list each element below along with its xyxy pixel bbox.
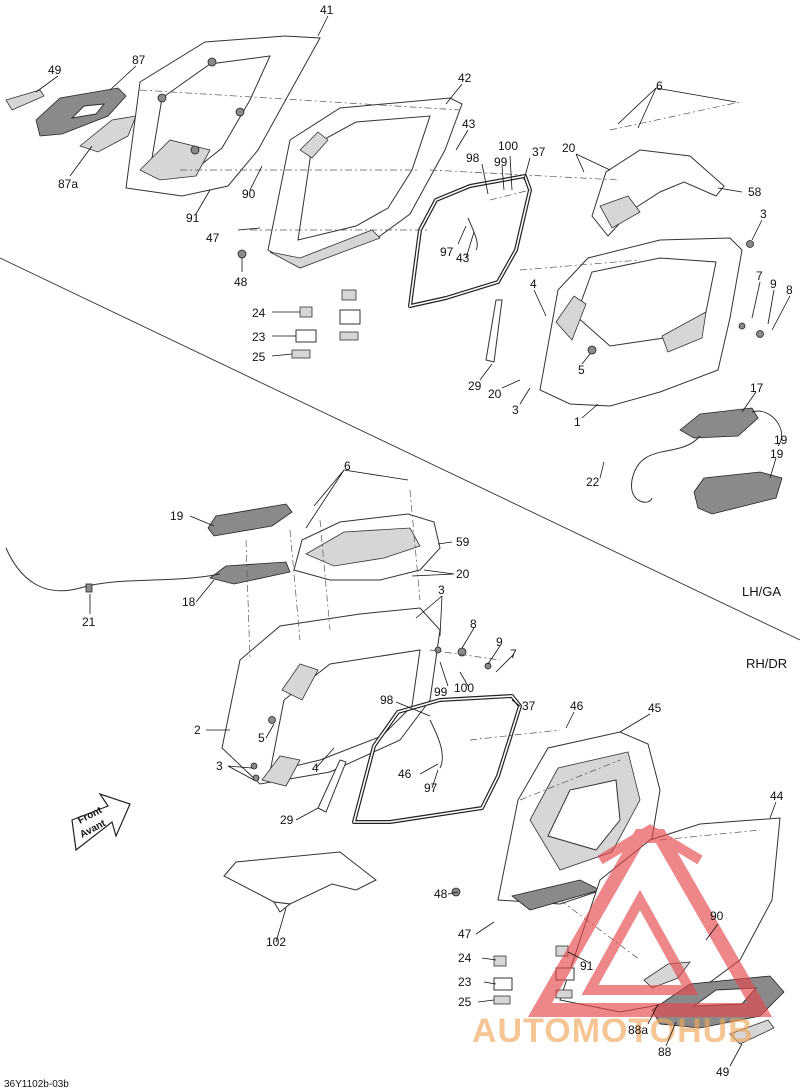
strut-29-lower bbox=[317, 759, 347, 813]
callout-9-upper: 9 bbox=[770, 277, 777, 291]
callout-3-lower-b: 3 bbox=[216, 759, 223, 773]
reflector-49-upper bbox=[5, 89, 45, 111]
plate-102 bbox=[223, 851, 377, 905]
callout-44: 44 bbox=[770, 789, 784, 803]
callout-98-lower: 98 bbox=[380, 693, 394, 707]
callout-97-lower: 97 bbox=[424, 781, 438, 795]
callout-19-lower: 19 bbox=[170, 509, 184, 523]
callout-43-upper-a: 43 bbox=[462, 117, 476, 131]
callout-98-upper: 98 bbox=[466, 151, 480, 165]
callout-3-upper-a: 3 bbox=[760, 207, 767, 221]
reflector-87a bbox=[79, 115, 137, 153]
callout-8-lower: 8 bbox=[470, 617, 477, 631]
latch-cover-19-upper bbox=[693, 471, 783, 515]
callout-5-upper: 5 bbox=[578, 363, 585, 377]
callout-88a: 88a bbox=[628, 1023, 648, 1037]
callout-3-upper-b: 3 bbox=[512, 403, 519, 417]
callout-29-upper: 29 bbox=[468, 379, 482, 393]
callout-25-lower: 25 bbox=[458, 995, 472, 1009]
upper-assembly-lh bbox=[5, 35, 783, 515]
callout-19-upper-a: 19 bbox=[774, 433, 788, 447]
callout-99-upper: 99 bbox=[494, 155, 508, 169]
callout-6-upper: 6 bbox=[656, 79, 663, 93]
callout-7-lower: 7 bbox=[510, 647, 517, 661]
callout-90-upper: 90 bbox=[242, 187, 256, 201]
region-label-lh: LH/GA bbox=[742, 584, 781, 599]
callout-91-upper: 91 bbox=[186, 211, 200, 225]
callout-91-lower: 91 bbox=[580, 959, 594, 973]
callout-25-upper: 25 bbox=[252, 350, 266, 364]
lower-assembly-rh: Front Avant bbox=[5, 489, 785, 1045]
callout-18: 18 bbox=[182, 595, 196, 609]
latch-17 bbox=[679, 407, 759, 439]
callout-1: 1 bbox=[574, 415, 581, 429]
callout-20-lower: 20 bbox=[456, 567, 470, 581]
callout-3-lower-a: 3 bbox=[438, 583, 445, 597]
callout-99-lower: 99 bbox=[434, 685, 448, 699]
callout-46-lower-a: 46 bbox=[570, 699, 584, 713]
callout-87a: 87a bbox=[58, 177, 78, 191]
callout-100-lower: 100 bbox=[454, 681, 474, 695]
callout-4-upper: 4 bbox=[530, 277, 537, 291]
callout-42: 42 bbox=[458, 71, 472, 85]
latch-cover-19-lower bbox=[207, 503, 293, 537]
watermark-text: AUTOMOTOHUB bbox=[472, 1012, 754, 1050]
callout-2: 2 bbox=[194, 723, 201, 737]
latch-18 bbox=[209, 561, 291, 585]
callout-17: 17 bbox=[750, 381, 764, 395]
callout-8-upper: 8 bbox=[786, 283, 793, 297]
cable-lower bbox=[5, 547, 221, 592]
callout-24-lower: 24 bbox=[458, 951, 472, 965]
callout-49-lower: 49 bbox=[716, 1065, 730, 1079]
callout-20-upper-b: 20 bbox=[488, 387, 502, 401]
callout-37-lower: 37 bbox=[522, 699, 536, 713]
callout-37-upper: 37 bbox=[532, 145, 546, 159]
region-label-rh: RH/DR bbox=[746, 656, 787, 671]
callout-49-upper: 49 bbox=[48, 63, 62, 77]
callout-4-lower: 4 bbox=[312, 761, 319, 775]
callout-100-upper: 100 bbox=[498, 139, 518, 153]
callout-5-lower: 5 bbox=[258, 731, 265, 745]
diagram-code: 36Y1102b-03b bbox=[4, 1079, 69, 1090]
seal-37-upper bbox=[408, 174, 532, 308]
callout-87: 87 bbox=[132, 53, 146, 67]
callout-59: 59 bbox=[456, 535, 470, 549]
callout-90-lower: 90 bbox=[710, 909, 724, 923]
callout-19-upper-b: 19 bbox=[770, 447, 784, 461]
callout-23-lower: 23 bbox=[458, 975, 472, 989]
callout-48-lower: 48 bbox=[434, 887, 448, 901]
callout-45: 45 bbox=[648, 701, 662, 715]
callout-58: 58 bbox=[748, 185, 762, 199]
watermark-logo: AUTOMOTOHUB bbox=[472, 824, 773, 1050]
callout-20-upper-a: 20 bbox=[562, 141, 576, 155]
callout-23-upper: 23 bbox=[252, 330, 266, 344]
strut-29-upper bbox=[485, 299, 503, 363]
callout-43-upper-b: 43 bbox=[456, 251, 470, 265]
callout-6-lower: 6 bbox=[344, 459, 351, 473]
leader-lines bbox=[35, 15, 791, 1067]
callout-21: 21 bbox=[82, 615, 96, 629]
callout-labels: 41 49 87 87a 42 43 90 91 47 48 98 100 99… bbox=[48, 3, 793, 1079]
front-direction-arrow: Front Avant bbox=[71, 792, 131, 852]
callout-9-lower: 9 bbox=[496, 635, 503, 649]
callout-88: 88 bbox=[658, 1045, 672, 1059]
callout-29-lower: 29 bbox=[280, 813, 294, 827]
callout-46-lower-b: 46 bbox=[398, 767, 412, 781]
callout-47-lower: 47 bbox=[458, 927, 472, 941]
callout-97-upper: 97 bbox=[440, 245, 454, 259]
cable-upper bbox=[631, 435, 701, 503]
callout-22: 22 bbox=[586, 475, 600, 489]
callout-41: 41 bbox=[320, 3, 334, 17]
callout-47-upper: 47 bbox=[206, 231, 220, 245]
callout-24-upper: 24 bbox=[252, 306, 266, 320]
reflector-49-lower bbox=[729, 1019, 775, 1045]
section-divider-line bbox=[0, 257, 800, 641]
callout-102: 102 bbox=[266, 935, 286, 949]
callout-48-upper: 48 bbox=[234, 275, 248, 289]
callout-7-upper: 7 bbox=[756, 269, 763, 283]
